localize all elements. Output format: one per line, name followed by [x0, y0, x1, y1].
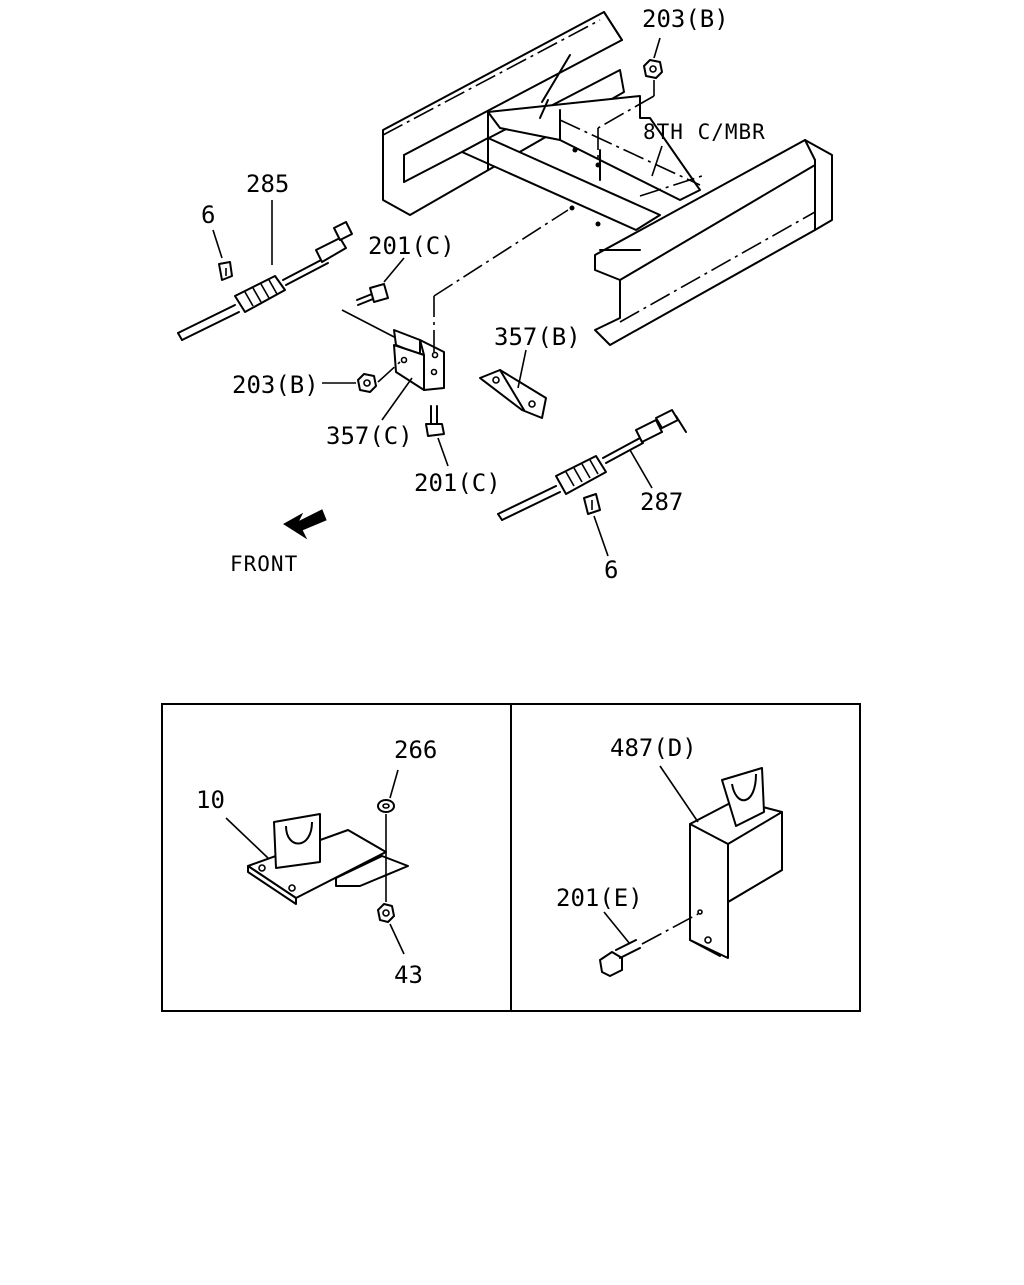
leader-43: [389, 923, 405, 955]
leader-357c: [381, 377, 413, 421]
leader-6-right: [593, 515, 609, 557]
leader-203b-top: [653, 37, 661, 59]
leader-201c-top: [383, 257, 405, 283]
callout-203b-left: 203(B): [232, 371, 319, 399]
leader-201c-bottom: [437, 437, 449, 467]
clip-6-left: [218, 261, 233, 281]
callout-201e: 201(E): [556, 884, 643, 912]
leader-6-left: [212, 229, 223, 259]
callout-285: 285: [246, 170, 289, 198]
callout-6-right: 6: [604, 556, 618, 584]
leader-287: [629, 449, 653, 489]
bracket-487d: [689, 767, 783, 959]
callout-10: 10: [196, 786, 225, 814]
leader-266: [389, 769, 399, 799]
leader-201e: [603, 911, 631, 945]
callout-287: 287: [640, 488, 683, 516]
callout-357b: 357(B): [494, 323, 581, 351]
front-label: FRONT: [230, 552, 298, 576]
callout-43: 43: [394, 961, 423, 989]
front-arrow-icon: [283, 509, 327, 540]
bracket-357b: [479, 369, 547, 419]
bolt-201c-top: [356, 283, 389, 306]
bolt-201c-bottom: [425, 405, 445, 437]
cross-member: [461, 54, 706, 251]
bracket-10: [247, 813, 409, 905]
bracket-357c: [393, 329, 445, 391]
callout-487d: 487(D): [610, 734, 697, 762]
callout-6-left: 6: [201, 201, 215, 229]
nut-203b-left: [357, 373, 377, 393]
clip-6-right: [583, 493, 601, 515]
nut-43: [377, 903, 395, 923]
callout-357c: 357(C): [326, 422, 413, 450]
callout-266: 266: [394, 736, 437, 764]
right-frame-rail: [594, 139, 833, 346]
nut-203b-top: [643, 59, 663, 79]
leader-487d: [659, 765, 699, 823]
cable-285: [177, 221, 353, 341]
bolt-201e: [599, 939, 641, 977]
member-label: 8TH C/MBR: [643, 120, 766, 144]
callout-203b-top: 203(B): [642, 5, 729, 33]
member-leader: [651, 145, 663, 177]
leader-357b: [517, 349, 527, 389]
cable-287: [497, 409, 687, 521]
callout-201c-bottom: 201(C): [414, 469, 501, 497]
washer-266: [377, 799, 395, 813]
callout-201c-top: 201(C): [368, 232, 455, 260]
leader-10: [225, 817, 269, 859]
